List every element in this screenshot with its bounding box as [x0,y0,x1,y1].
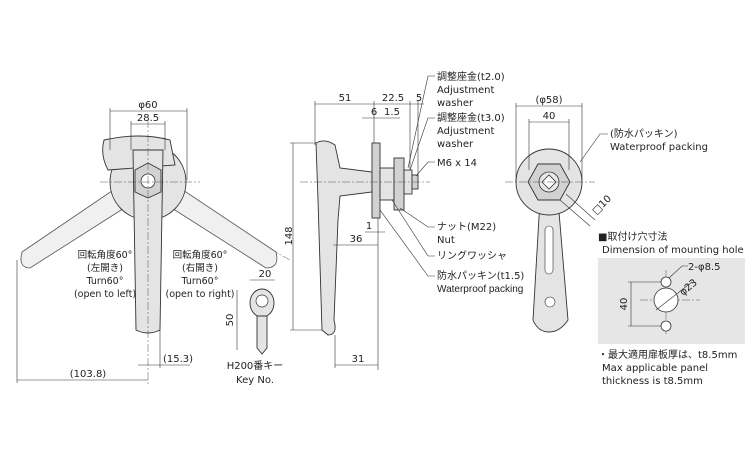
dim-2-phi8-5: 2-φ8.5 [688,262,720,273]
body-cylinder [379,167,395,201]
callout-washer-t2-en: Adjustment [437,85,494,96]
dim-148: 148 [284,226,295,245]
dim-51: 51 [339,93,352,104]
callout-nut-jp: ナット(M22) [437,221,496,233]
dim-6: 6 [371,107,377,118]
hole-bottom [660,320,672,332]
dim-40: 40 [543,111,556,122]
dim-1-5: 1.5 [384,107,400,118]
key-drawing: 20 50 H200番キー Key No. [225,269,283,386]
dim-22-5: 22.5 [382,93,404,104]
dim-pitch-40: 40 [619,298,630,311]
turn-left-jp: 回転角度60° [78,249,133,261]
turn-right-en2: (open to right) [165,289,234,300]
callout-screw: M6 x 14 [437,158,477,169]
nut-side [393,157,405,211]
turn-right-en: Turn60° [181,276,219,287]
dim-36: 36 [350,234,363,245]
turn-right-jp2: (右開き) [182,262,218,274]
callout-nut-en: Nut [437,235,455,246]
dim-square-10: □10 [590,193,613,216]
turn-right-jp: 回転角度60° [173,249,228,261]
turn-left-label: 回転角度60° (左開き) Turn60° (open to left) [74,249,136,300]
callout-rear-packing-jp: (防水パッキン) [610,127,678,140]
flange [371,142,381,219]
note-en-1: Max applicable panel [602,363,708,374]
note-en-2: thickness is t8.5mm [602,376,703,387]
callout-rear-packing-en: Waterproof packing [610,142,708,153]
mounting-title-jp: ■取付け穴寸法 [598,230,667,243]
turn-left-en: Turn60° [86,276,124,287]
mounting-hole-section: ■取付け穴寸法 Dimension of mounting hole 40 2-… [598,230,745,344]
dim-phi60: φ60 [138,100,157,111]
callout-washer-t3-en: Adjustment [437,126,494,137]
dim-key-50: 50 [225,314,236,327]
dim-1: 1 [366,221,372,232]
key-label-en: Key No. [236,375,274,386]
turn-right-label: 回転角度60° (右開き) Turn60° (open to right) [165,249,234,300]
key-label-jp: H200番キー [227,360,284,372]
dim-28-5: 28.5 [137,113,159,124]
key-blade [256,315,268,355]
callout-washer-t3-jp: 調整座金(t3.0) [437,111,505,124]
dim-5: 5 [416,93,422,104]
note-jp: ・最大適用扉板厚は、t8.5mm [598,348,737,361]
notes: ・最大適用扉板厚は、t8.5mm Max applicable panel th… [598,348,737,387]
rear-view: (φ58) 40 (防水パッキン) Waterproof packing □10 [505,95,708,333]
turn-left-jp2: (左開き) [87,262,123,274]
dim-phi58: (φ58) [535,95,562,106]
callout-packing-jp: 防水パッキン(t1.5) [437,269,524,282]
dim-key-20: 20 [259,269,272,280]
hole-center [653,287,679,313]
callout-washer-t3-en2: washer [437,139,474,150]
dim-103-8: (103.8) [70,369,107,380]
hole-top [660,276,672,288]
dim-15-3: (15.3) [163,354,193,365]
callout-ring-washer: リングワッシャ [437,249,507,262]
side-view: 148 51 22.5 5 6 1.5 36 1 31 調整座金(t2.0) A… [284,70,524,370]
callout-packing-en: Waterproof packing [437,284,523,295]
callout-washer-t2-jp: 調整座金(t2.0) [437,70,505,83]
mounting-title-en: Dimension of mounting hole [602,245,744,256]
front-view: φ60 28.5 回転角度60° (左開き) Turn60° (open to … [16,100,291,385]
callout-washer-t2-en2: washer [437,98,474,109]
turn-left-en2: (open to left) [74,289,136,300]
handle-side [315,140,373,336]
dim-31: 31 [352,354,365,365]
